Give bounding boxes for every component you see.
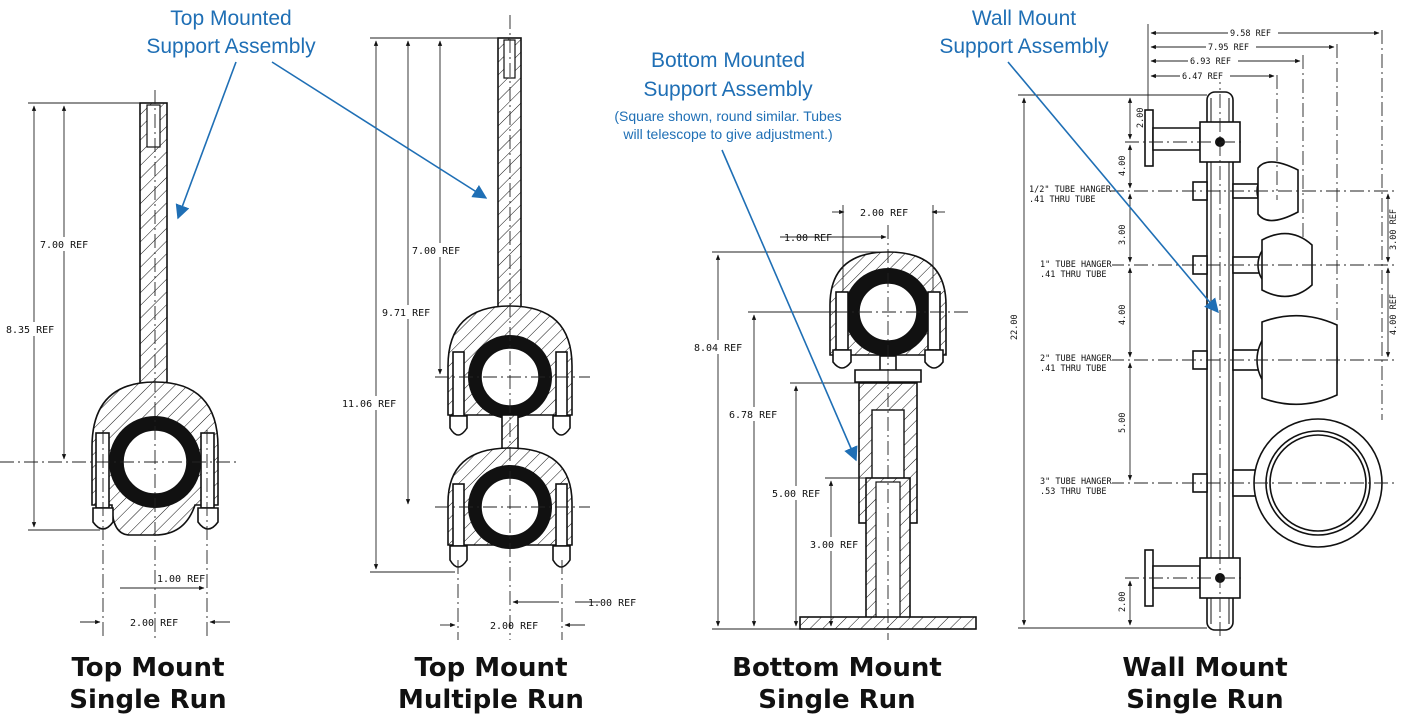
callout-top-line1: Top Mounted xyxy=(170,7,291,30)
callout-bottom-line1: Bottom Mounted xyxy=(651,49,805,72)
dim-wm-3-00-ref: 3.00 REF xyxy=(1389,209,1399,250)
callout-top-arrow-1 xyxy=(175,61,237,220)
callout-bottom-line2: Support Assembly xyxy=(643,78,813,101)
hanger-three-label: 3" TUBE HANGER xyxy=(1040,477,1113,487)
hanger-one-note: .41 THRU TUBE xyxy=(1040,270,1107,280)
dim-wm-6-47: 6.47 REF xyxy=(1182,72,1223,82)
dim-ts-7-00: 7.00 REF xyxy=(40,240,88,251)
hanger-half-label: 1/2" TUBE HANGER xyxy=(1029,185,1112,195)
dim-tm-7-00: 7.00 REF xyxy=(412,246,460,257)
callout-wall-mount: Wall Mount Support Assembly xyxy=(939,7,1219,314)
caption-top-multiple-1: Top Mount xyxy=(415,653,568,683)
callout-wall-line1: Wall Mount xyxy=(972,7,1076,30)
dim-bm-3-00: 3.00 REF xyxy=(810,540,858,551)
dim-tm-2-00: 2.00 REF xyxy=(490,621,538,632)
hanger-two-inch xyxy=(1192,314,1338,406)
wall-mount-single-run-drawing: 9.58 REF 7.95 REF 6.93 REF 6.47 REF 22.0… xyxy=(1010,24,1399,640)
dim-bm-6-78: 6.78 REF xyxy=(729,410,777,421)
hanger-two-note: .41 THRU TUBE xyxy=(1040,364,1107,374)
dim-bm-5-00: 5.00 REF xyxy=(772,489,820,500)
dim-wm-2-00-bottom: 2.00 xyxy=(1118,592,1128,612)
dim-wm-2-00-top: 2.00 xyxy=(1136,108,1146,128)
caption-wall-single-1: Wall Mount xyxy=(1122,653,1287,683)
caption-top-single-1: Top Mount xyxy=(72,653,225,683)
hanger-three-inch xyxy=(1192,418,1383,548)
dim-wm-4-00-ref: 4.00 REF xyxy=(1389,294,1399,335)
dim-tm-1-00: 1.00 REF xyxy=(588,598,636,609)
dim-wm-22-00: 22.00 xyxy=(1010,314,1020,340)
dim-bm-1-00: 1.00 REF xyxy=(784,233,832,244)
dim-wm-3-00: 3.00 xyxy=(1118,225,1128,245)
dim-bm-8-04: 8.04 REF xyxy=(694,343,742,354)
hanger-half-note: .41 THRU TUBE xyxy=(1029,195,1096,205)
hanger-three-note: .53 THRU TUBE xyxy=(1040,487,1107,497)
callout-bottom-arrow xyxy=(721,149,858,462)
hanger-one-label: 1" TUBE HANGER xyxy=(1040,260,1113,270)
dim-wm-5-00: 5.00 xyxy=(1118,413,1128,433)
dim-tm-11-06: 11.06 REF xyxy=(342,399,396,410)
dim-wm-7-95: 7.95 REF xyxy=(1208,43,1249,53)
caption-wall-single-2: Single Run xyxy=(1126,685,1283,715)
callout-wall-arrow xyxy=(1007,61,1219,314)
callout-top-line2: Support Assembly xyxy=(146,35,316,58)
dim-tm-9-71: 9.71 REF xyxy=(382,308,430,319)
callout-wall-line2: Support Assembly xyxy=(939,35,1109,58)
top-mount-single-run-drawing: 7.00 REF 8.35 REF 1.00 REF 2.00 REF xyxy=(0,90,240,640)
dim-wm-6-93: 6.93 REF xyxy=(1190,57,1231,67)
callout-top-mounted: Top Mounted Support Assembly xyxy=(146,7,488,220)
caption-bottom-single-1: Bottom Mount xyxy=(732,653,942,683)
dim-wm-4-00-b: 4.00 xyxy=(1118,305,1128,325)
dim-ts-2-00: 2.00 REF xyxy=(130,618,178,629)
caption-bottom-single-2: Single Run xyxy=(758,685,915,715)
callout-bottom-note2: will telescope to give adjustment.) xyxy=(622,126,832,142)
callout-bottom-note1: (Square shown, round similar. Tubes xyxy=(614,108,841,124)
dim-wm-9-58: 9.58 REF xyxy=(1230,29,1271,39)
dim-bm-2-00: 2.00 REF xyxy=(860,208,908,219)
caption-top-multiple-2: Multiple Run xyxy=(398,685,584,715)
dim-ts-8-35: 8.35 REF xyxy=(6,325,54,336)
hanger-two-label: 2" TUBE HANGER xyxy=(1040,354,1113,364)
caption-top-single-2: Single Run xyxy=(69,685,226,715)
bottom-mount-single-run-drawing: 2.00 REF 1.00 REF 8.04 REF 6.78 REF 5.00… xyxy=(692,205,977,640)
callout-bottom-mounted: Bottom Mounted Support Assembly (Square … xyxy=(614,49,858,462)
top-mount-multiple-run-drawing: 7.00 REF 9.71 REF 11.06 REF 1.00 REF 2.0… xyxy=(340,15,636,640)
dim-wm-4-00-a: 4.00 xyxy=(1118,156,1128,176)
callout-top-arrow-2 xyxy=(271,61,488,199)
dim-ts-1-00: 1.00 REF xyxy=(157,574,205,585)
